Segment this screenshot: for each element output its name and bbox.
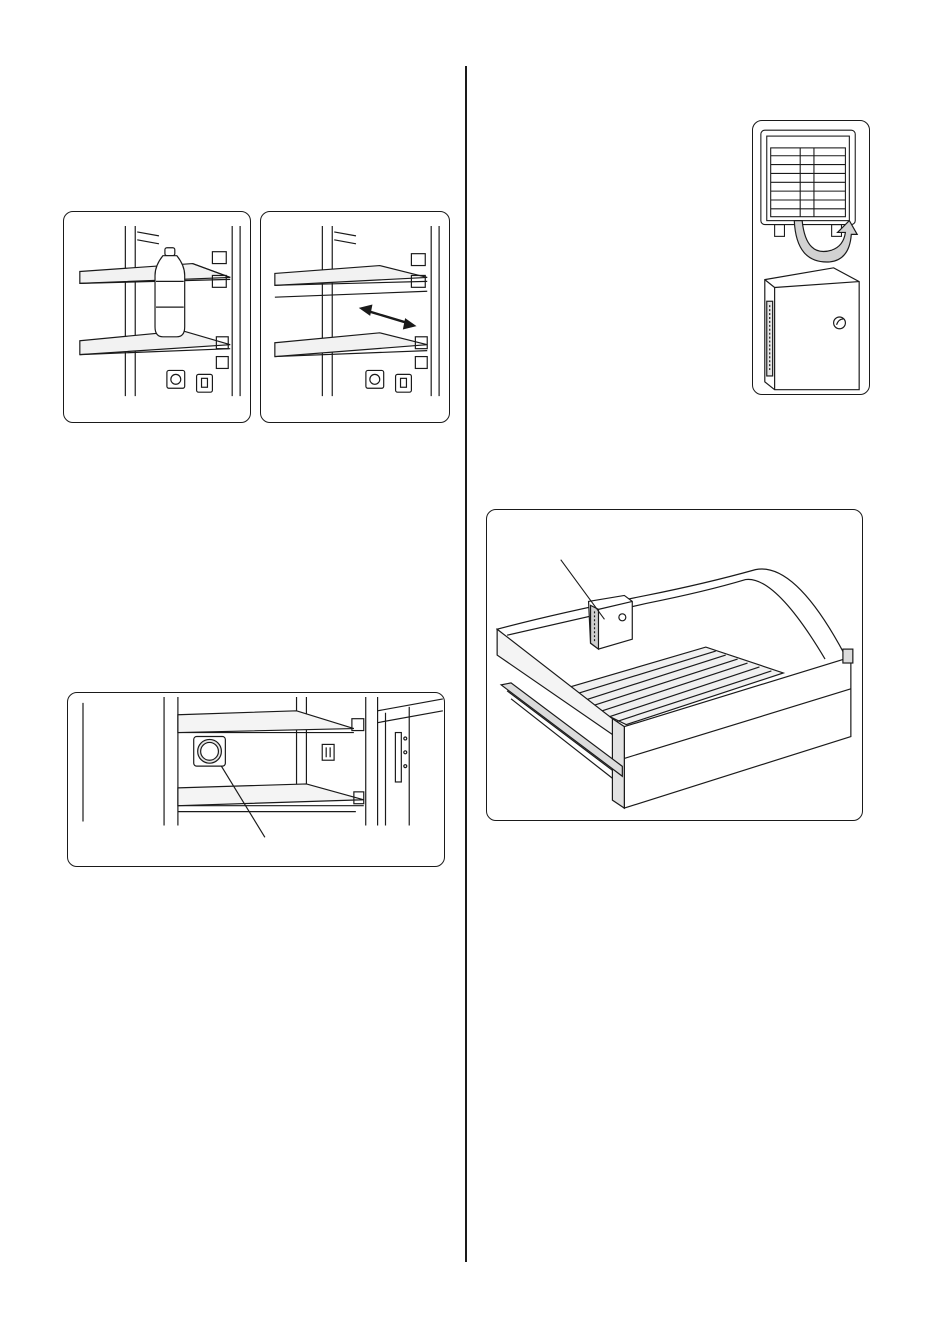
filter-cover-illustration [753, 121, 869, 394]
curved-arrow-icon [794, 221, 857, 262]
shelf-slide-illustration [261, 212, 449, 422]
figure-odor-filter [67, 692, 445, 867]
crisper-drawer-illustration [487, 510, 862, 820]
odor-filter-illustration [68, 693, 444, 866]
double-arrow-icon [360, 305, 415, 329]
bottle-icon [155, 248, 185, 337]
figure-crisper-drawer [486, 509, 863, 821]
figure-shelf-bottle [63, 211, 251, 423]
shelf-bottle-illustration [64, 212, 250, 422]
figure-filter-cover [752, 120, 870, 395]
column-divider [465, 66, 467, 1262]
figure-shelf-slide [260, 211, 450, 423]
filter-grid-icon [761, 130, 855, 236]
filter-box-icon [589, 595, 633, 649]
drawer-icon [497, 569, 853, 808]
filter-icon [194, 736, 226, 766]
